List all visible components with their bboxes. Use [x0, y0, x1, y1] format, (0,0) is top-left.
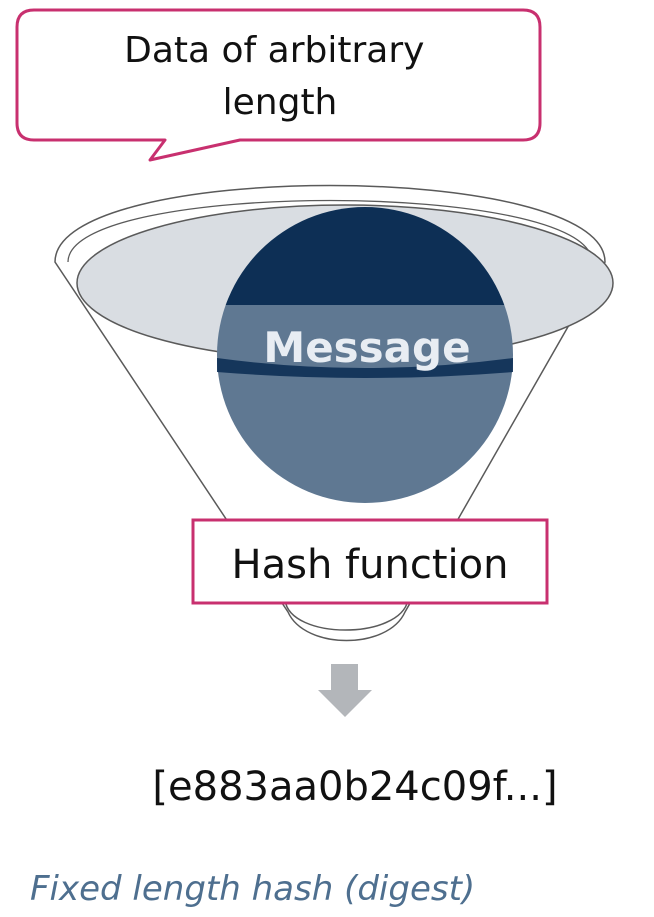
- hash-function-label: Hash function: [232, 542, 509, 588]
- funnel-spout: [284, 599, 409, 631]
- message-sphere-rim-cut: [217, 358, 513, 378]
- message-sphere: Message: [217, 207, 513, 503]
- callout-bubble: [15, 8, 542, 162]
- funnel-inner-outline: [67, 199, 593, 263]
- hash-function-box: Hash function: [191, 518, 549, 605]
- callout-line-1: Data of arbitrary: [124, 30, 424, 71]
- callout-line-2: length: [223, 82, 338, 123]
- digest-caption: Fixed length hash (digest): [30, 869, 475, 909]
- callout-label: Data of arbitrary length: [124, 30, 436, 123]
- hash-function-frame: [191, 518, 549, 605]
- message-sphere-lower: [217, 305, 513, 503]
- message-sphere-upper: [225, 207, 505, 305]
- message-label: Message: [263, 323, 470, 372]
- hash-output-value: [e883aa0b24c09f...]: [152, 764, 557, 810]
- down-arrow: [318, 664, 372, 717]
- input-callout: Data of arbitrary length: [15, 8, 542, 162]
